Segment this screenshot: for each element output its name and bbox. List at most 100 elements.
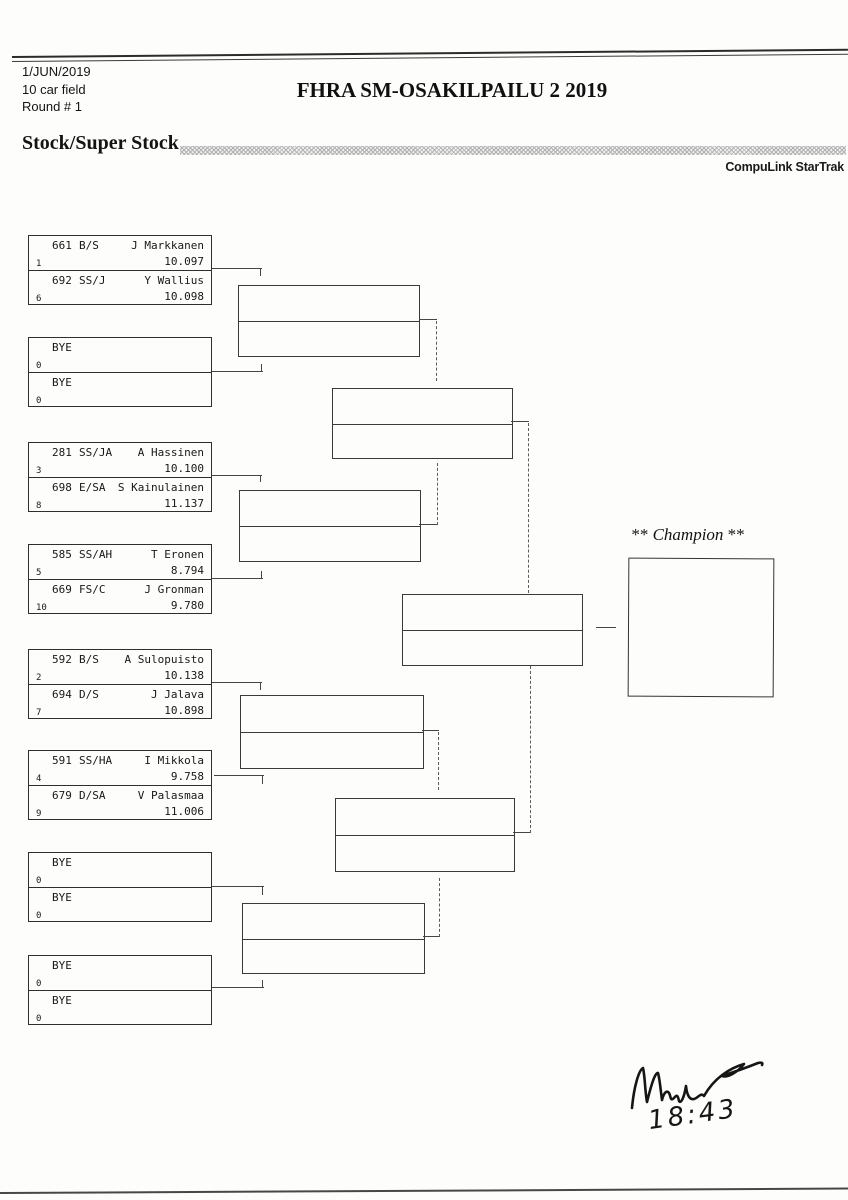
- connector-hook: [511, 421, 529, 422]
- box-divider: [240, 526, 420, 527]
- connector-tick: [262, 980, 263, 988]
- elapsed-time: 11.006: [164, 805, 204, 818]
- driver-name: J Gronman: [144, 583, 204, 596]
- connector-line: [212, 578, 263, 579]
- round1-pair-2: BYE 0 BYE 0: [28, 337, 212, 407]
- connector-hook: [419, 524, 438, 525]
- connector-line: [214, 775, 264, 776]
- seed-number: 5: [36, 568, 42, 578]
- bracket-entry-bye: BYE 0: [29, 990, 211, 1025]
- car-number: 698: [52, 481, 72, 494]
- car-number: 592: [52, 653, 72, 666]
- box-divider: [239, 321, 419, 322]
- class-code: SS/AH: [79, 548, 113, 561]
- seed-number: 2: [36, 673, 42, 683]
- class-code: SS/JA: [79, 446, 113, 459]
- bye-label: BYE: [52, 856, 72, 869]
- driver-name: J Jalava: [151, 688, 204, 701]
- box-divider: [336, 835, 514, 836]
- elapsed-time: 8.794: [170, 564, 204, 577]
- elapsed-time: 9.780: [170, 599, 204, 612]
- round2-box-3: [240, 695, 424, 769]
- driver-name: A Sulopuisto: [124, 653, 204, 666]
- connector-hook: [422, 730, 439, 731]
- bracket-entry: 692 SS/J Y Wallius 6 10.098: [29, 270, 211, 305]
- class-code: E/SA: [79, 481, 106, 494]
- connector-line: [212, 268, 262, 269]
- round1-pair-3: 281 SS/JA A Hassinen 3 10.100 698 E/SA S…: [28, 442, 212, 512]
- bracket-entry: 585 SS/AH T Eronen 5 8.794: [29, 545, 211, 579]
- elapsed-time: 11.137: [164, 497, 204, 510]
- event-title: FHRA SM-OSAKILPAILU 2 2019: [296, 78, 608, 102]
- driver-name: V Palasmaa: [137, 789, 204, 802]
- car-number: 694: [52, 688, 72, 701]
- connector-tick: [260, 268, 261, 276]
- car-number: 669: [52, 583, 72, 596]
- connector-line: [212, 886, 264, 887]
- seed-number: 8: [36, 501, 42, 511]
- dashed-connector: [530, 666, 531, 833]
- champion-box: [627, 557, 775, 698]
- round-number: Round # 1: [22, 99, 82, 114]
- class-code: SS/HA: [79, 754, 113, 767]
- bracket-entry: 669 FS/C J Gronman 10 9.780: [29, 579, 211, 614]
- seed-number: 7: [36, 708, 42, 718]
- bracket-entry-bye: BYE 0: [29, 372, 211, 407]
- seed-number: 0: [36, 876, 42, 886]
- class-code: B/S: [79, 239, 99, 252]
- elapsed-time: 10.138: [164, 669, 204, 682]
- bracket-entry-bye: BYE 0: [29, 887, 211, 922]
- bottom-rule: [0, 1187, 848, 1194]
- box-divider: [403, 630, 582, 631]
- seed-number: 1: [36, 259, 42, 269]
- connector-line: [212, 475, 262, 476]
- class-code: B/S: [79, 653, 99, 666]
- timing-brand: CompuLink StarTrak: [725, 160, 844, 174]
- bye-label: BYE: [52, 891, 72, 904]
- dashed-connector: [528, 423, 529, 593]
- connector-hook: [513, 832, 531, 833]
- bracket-entry: 592 B/S A Sulopuisto 2 10.138: [29, 650, 211, 684]
- bracket-entry: 281 SS/JA A Hassinen 3 10.100: [29, 443, 211, 477]
- class-code: SS/J: [79, 274, 106, 287]
- car-number: 585: [52, 548, 72, 561]
- round2-box-1: [238, 285, 420, 357]
- semifinal-box-2: [335, 798, 515, 872]
- bracket-entry-bye: BYE 0: [29, 956, 211, 990]
- bye-label: BYE: [52, 959, 72, 972]
- seed-number: 0: [36, 979, 42, 989]
- champion-label-stars: **: [631, 525, 653, 544]
- event-date: 1/JUN/2019: [22, 64, 91, 79]
- driver-name: A Hassinen: [137, 446, 204, 459]
- connector-tick: [260, 475, 261, 482]
- seed-number: 6: [36, 294, 42, 304]
- driver-name: S Kainulainen: [117, 481, 204, 494]
- seed-number: 0: [36, 911, 42, 921]
- class-title: Stock/Super Stock: [22, 132, 179, 154]
- round1-pair-6: 591 SS/HA I Mikkola 4 9.758 679 D/SA V P…: [28, 750, 212, 820]
- round2-box-4: [242, 903, 425, 974]
- dashed-connector: [437, 463, 438, 525]
- box-divider: [241, 732, 423, 733]
- elapsed-time: 9.758: [170, 770, 204, 783]
- seed-number: 10: [36, 603, 47, 613]
- driver-name: T Eronen: [151, 548, 204, 561]
- connector-tick: [262, 886, 263, 895]
- connector-line: [212, 987, 264, 988]
- elapsed-time: 10.898: [164, 704, 204, 717]
- connector-hook: [419, 319, 437, 320]
- car-number: 692: [52, 274, 72, 287]
- elapsed-time: 10.097: [164, 255, 204, 268]
- round2-box-2: [239, 490, 421, 562]
- champion-label-stars: **: [723, 525, 745, 544]
- class-code: D/S: [79, 688, 99, 701]
- dashed-connector: [438, 732, 439, 790]
- connector-line: [212, 682, 262, 683]
- bracket-entry: 591 SS/HA I Mikkola 4 9.758: [29, 751, 211, 785]
- round1-pair-1: 661 B/S J Markkanen 1 10.097 692 SS/J Y …: [28, 235, 212, 305]
- driver-name: J Markkanen: [131, 239, 204, 252]
- bracket-entry: 698 E/SA S Kainulainen 8 11.137: [29, 477, 211, 512]
- final-box: [402, 594, 583, 666]
- bracket-entry: 679 D/SA V Palasmaa 9 11.006: [29, 785, 211, 820]
- bracket-entry: 661 B/S J Markkanen 1 10.097: [29, 236, 211, 270]
